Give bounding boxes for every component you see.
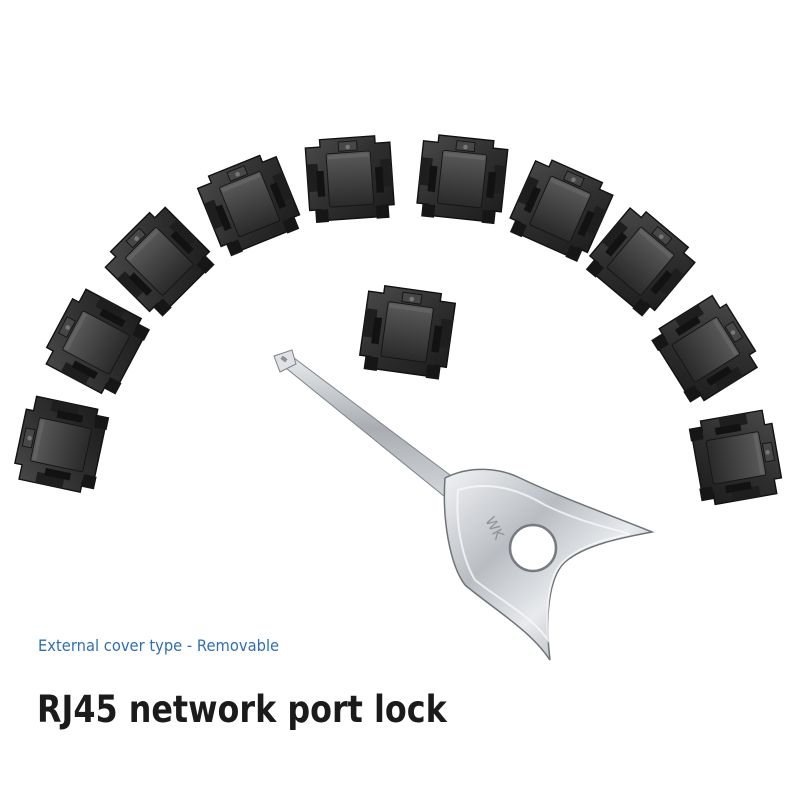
rj45-port-lock-icon [647,290,765,409]
rj45-port-lock-icon [11,394,112,496]
rj45-port-lock-icon [414,132,510,226]
rj45-port-lock-icon [194,149,306,260]
product-title: RJ45 network port lock [37,688,447,731]
rj45-port-lock-icon [39,285,154,401]
rj45-port-lock-icon [99,201,220,322]
product-subtitle: External cover type - Removable [38,636,280,655]
rj45-port-lock-icon [687,408,785,508]
rj45-port-lock-icon [304,134,396,225]
removal-key-icon: WK [273,349,655,661]
rj45-port-lock-icon [357,282,458,382]
